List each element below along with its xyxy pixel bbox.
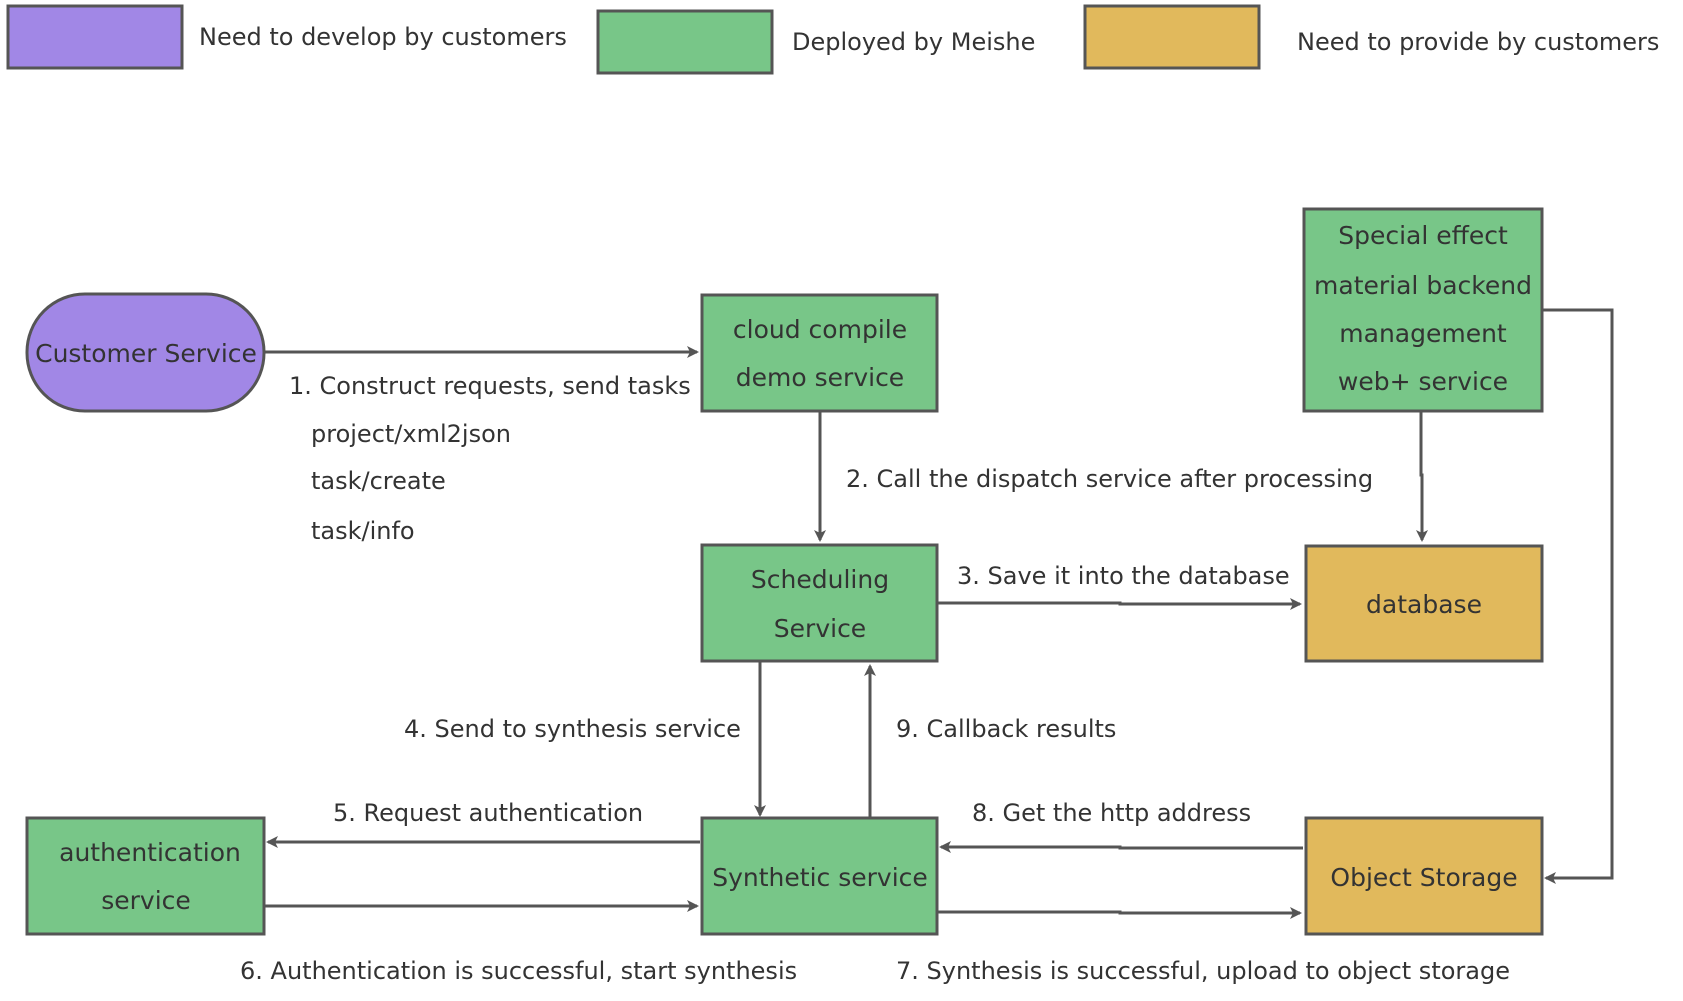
node-synthetic-service: Synthetic service bbox=[700, 816, 939, 936]
edge-label-step4: 4. Send to synthesis service bbox=[404, 715, 741, 743]
legend: Need to develop by customers Deployed by… bbox=[6, 4, 1659, 75]
node-shape bbox=[700, 293, 939, 413]
node-database: database bbox=[1304, 544, 1544, 663]
legend-label: Need to provide by customers bbox=[1297, 28, 1659, 56]
node-shape bbox=[1302, 207, 1544, 413]
legend-label: Need to develop by customers bbox=[199, 23, 567, 51]
node-label: material backend bbox=[1314, 271, 1532, 300]
node-label: Special effect bbox=[1338, 221, 1508, 250]
edge-label-step1-endpoint: task/info bbox=[311, 517, 415, 545]
node-special-effect-backend: Special effect material backend manageme… bbox=[1302, 207, 1544, 413]
node-object-storage: Object Storage bbox=[1304, 816, 1544, 936]
edge-label-step1-endpoint: project/xml2json bbox=[311, 420, 511, 448]
edge-label-step2: 2. Call the dispatch service after proce… bbox=[846, 465, 1373, 493]
edge-label-step9: 9. Callback results bbox=[896, 715, 1116, 743]
node-shape bbox=[700, 816, 939, 936]
node-label: Object Storage bbox=[1330, 863, 1517, 892]
node-authentication-service: authentication service bbox=[25, 816, 266, 936]
node-shape bbox=[25, 292, 266, 413]
node-label: web+ service bbox=[1338, 367, 1508, 396]
edge-object-storage-to-synthetic bbox=[939, 841, 1303, 853]
node-label: Service bbox=[774, 614, 866, 643]
edge-label-step8: 8. Get the http address bbox=[972, 799, 1251, 827]
nodes: Customer Service cloud compile demo serv… bbox=[25, 207, 1544, 936]
node-shape bbox=[1304, 816, 1544, 936]
edge-synthetic-to-object-storage bbox=[937, 907, 1302, 919]
edge-label-step1: 1. Construct requests, send tasks bbox=[289, 372, 691, 400]
node-cloud-compile-demo-service: cloud compile demo service bbox=[700, 293, 939, 413]
node-label: authentication bbox=[59, 838, 241, 867]
node-label: cloud compile bbox=[733, 315, 907, 344]
edge-label-step6: 6. Authentication is successful, start s… bbox=[240, 957, 797, 985]
node-label: Customer Service bbox=[35, 339, 257, 368]
node-shape bbox=[700, 543, 939, 663]
legend-label: Deployed by Meishe bbox=[792, 28, 1035, 56]
node-scheduling-service: Scheduling Service bbox=[700, 543, 939, 663]
edges bbox=[264, 308, 1614, 919]
node-label: Scheduling bbox=[751, 565, 889, 594]
node-label: demo service bbox=[736, 363, 904, 392]
legend-swatch-green bbox=[596, 9, 774, 75]
edge-special-to-object-storage bbox=[1543, 308, 1614, 884]
edge-special-to-database bbox=[1416, 412, 1428, 542]
legend-item-provide: Need to provide by customers bbox=[1083, 4, 1659, 70]
node-shape bbox=[1304, 544, 1544, 663]
legend-item-deployed: Deployed by Meishe bbox=[596, 9, 1035, 75]
edge-label-step3: 3. Save it into the database bbox=[957, 562, 1290, 590]
node-label: management bbox=[1339, 319, 1507, 348]
node-label: Synthetic service bbox=[712, 863, 928, 892]
node-label: database bbox=[1366, 590, 1482, 619]
legend-swatch-gold bbox=[1083, 4, 1261, 70]
legend-swatch-purple bbox=[6, 4, 184, 70]
node-label: service bbox=[101, 886, 191, 915]
edge-label-step5: 5. Request authentication bbox=[333, 799, 643, 827]
node-shape bbox=[25, 816, 266, 936]
edge-scheduling-to-database bbox=[937, 598, 1302, 610]
edge-labels: 1. Construct requests, send tasks projec… bbox=[240, 372, 1510, 985]
edge-label-step7: 7. Synthesis is successful, upload to ob… bbox=[896, 957, 1510, 985]
legend-item-develop: Need to develop by customers bbox=[6, 4, 567, 70]
edge-label-step1-endpoint: task/create bbox=[311, 467, 446, 495]
node-customer-service: Customer Service bbox=[25, 292, 266, 413]
